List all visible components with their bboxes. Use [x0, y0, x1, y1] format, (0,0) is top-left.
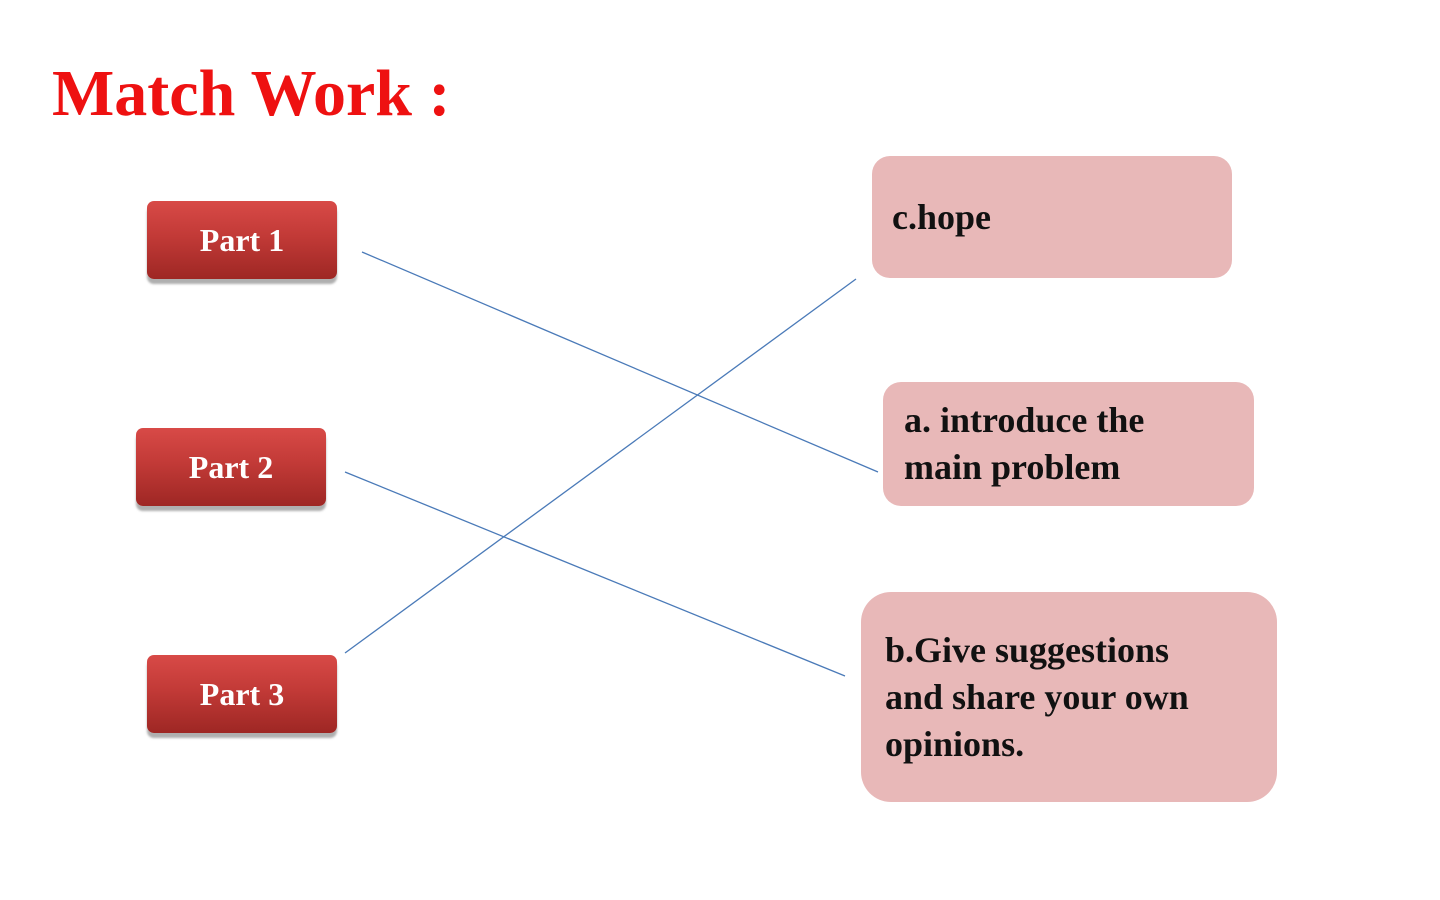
part-2-button[interactable]: Part 2 [136, 428, 326, 506]
answer-c-line-1: c.hope [892, 196, 991, 237]
connector-part2-b [344, 471, 846, 677]
answer-box-b[interactable]: b.Give suggestions and share your own op… [861, 592, 1277, 802]
part-2-label: Part 2 [188, 448, 274, 485]
connector-part1-a [361, 251, 879, 473]
page-title: Match Work : [52, 57, 451, 130]
answer-b-line-2: and share your own [885, 676, 1189, 717]
connector-part3-c [344, 278, 857, 654]
part-1-label: Part 1 [199, 221, 285, 258]
answer-a-line-2: main problem [904, 447, 1121, 487]
answer-b-line-3: opinions. [885, 723, 1025, 764]
answer-b-line-1: b.Give suggestions [885, 629, 1170, 670]
answer-box-a[interactable]: a. introduce the main problem [883, 382, 1254, 506]
answer-a-line-1: a. introduce the [904, 400, 1145, 440]
part-3-label: Part 3 [199, 675, 285, 712]
part-1-button[interactable]: Part 1 [147, 201, 337, 279]
answer-box-c[interactable]: c.hope [872, 156, 1232, 278]
part-3-button[interactable]: Part 3 [147, 655, 337, 733]
